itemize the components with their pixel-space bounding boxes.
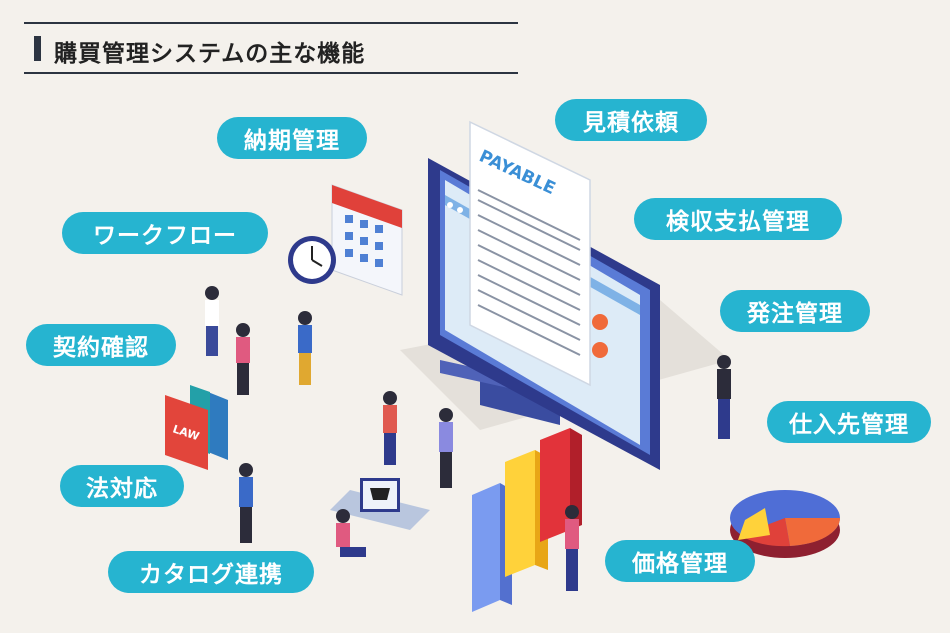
feature-label-inspection: 検収支払管理	[666, 209, 810, 235]
feature-label-supplier: 仕入先管理	[789, 412, 909, 438]
feature-pill-contract: 契約確認	[26, 324, 176, 366]
law-binders: LAW	[165, 385, 228, 470]
clock-icon	[288, 236, 336, 284]
page-title: 購買管理システムの主な機能	[54, 41, 366, 67]
desk-with-computer	[330, 478, 430, 530]
feature-pill-catalog: カタログ連携	[108, 551, 314, 593]
feature-label-catalog: カタログ連携	[139, 562, 283, 588]
calendar-icon	[331, 184, 403, 296]
feature-label-delivery: 納期管理	[244, 128, 340, 154]
feature-label-workflow: ワークフロー	[93, 223, 237, 249]
feature-pill-order: 発注管理	[720, 290, 870, 332]
feature-pill-quote: 見積依頼	[555, 99, 707, 141]
title-box: 購買管理システムの主な機能	[24, 22, 518, 74]
pie-chart-graphic	[730, 490, 841, 558]
feature-label-price: 価格管理	[632, 551, 728, 577]
feature-pill-legal: 法対応	[60, 465, 184, 507]
feature-label-legal: 法対応	[86, 476, 158, 502]
feature-label-contract: 契約確認	[53, 335, 149, 361]
feature-pill-workflow: ワークフロー	[62, 212, 268, 254]
title-accent-bar	[34, 36, 41, 61]
feature-label-order: 発注管理	[747, 301, 843, 327]
bar-chart-graphic	[472, 428, 582, 612]
feature-pill-inspection: 検収支払管理	[634, 198, 842, 240]
people-figures	[205, 286, 731, 591]
feature-pill-delivery: 納期管理	[217, 117, 367, 159]
feature-pill-price: 価格管理	[605, 540, 755, 582]
payable-document: PAYABLE	[469, 120, 591, 387]
feature-label-quote: 見積依頼	[583, 110, 679, 136]
feature-pill-supplier: 仕入先管理	[767, 401, 931, 443]
